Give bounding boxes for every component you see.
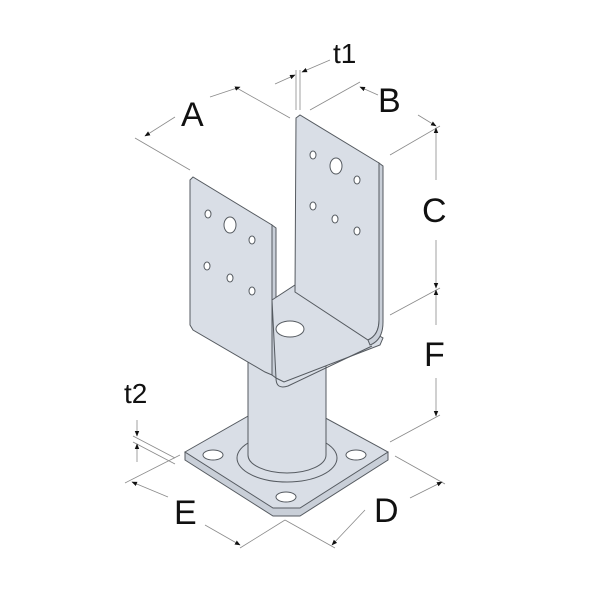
saddle-hole [275,320,305,338]
dimension-label-e: E [174,494,197,532]
dimension-label-a: A [181,96,204,134]
dimension-arrows [131,59,443,546]
u-bracket [189,114,384,388]
left-flange-holes [203,209,256,296]
dimension-label-t2: t2 [124,378,148,409]
right-flange-holes [309,150,361,236]
dimension-lines [124,70,446,549]
dimension-label-t1: t1 [333,38,357,69]
dimension-label-f: F [424,336,445,374]
base-hole-right [345,449,367,461]
standoff-tube [247,359,327,474]
base-hole-left [202,449,224,461]
dimension-label-d: D [374,492,399,530]
dimension-label-b: B [378,82,401,120]
dimension-label-c: C [422,192,447,230]
base-hole-front [275,491,297,503]
